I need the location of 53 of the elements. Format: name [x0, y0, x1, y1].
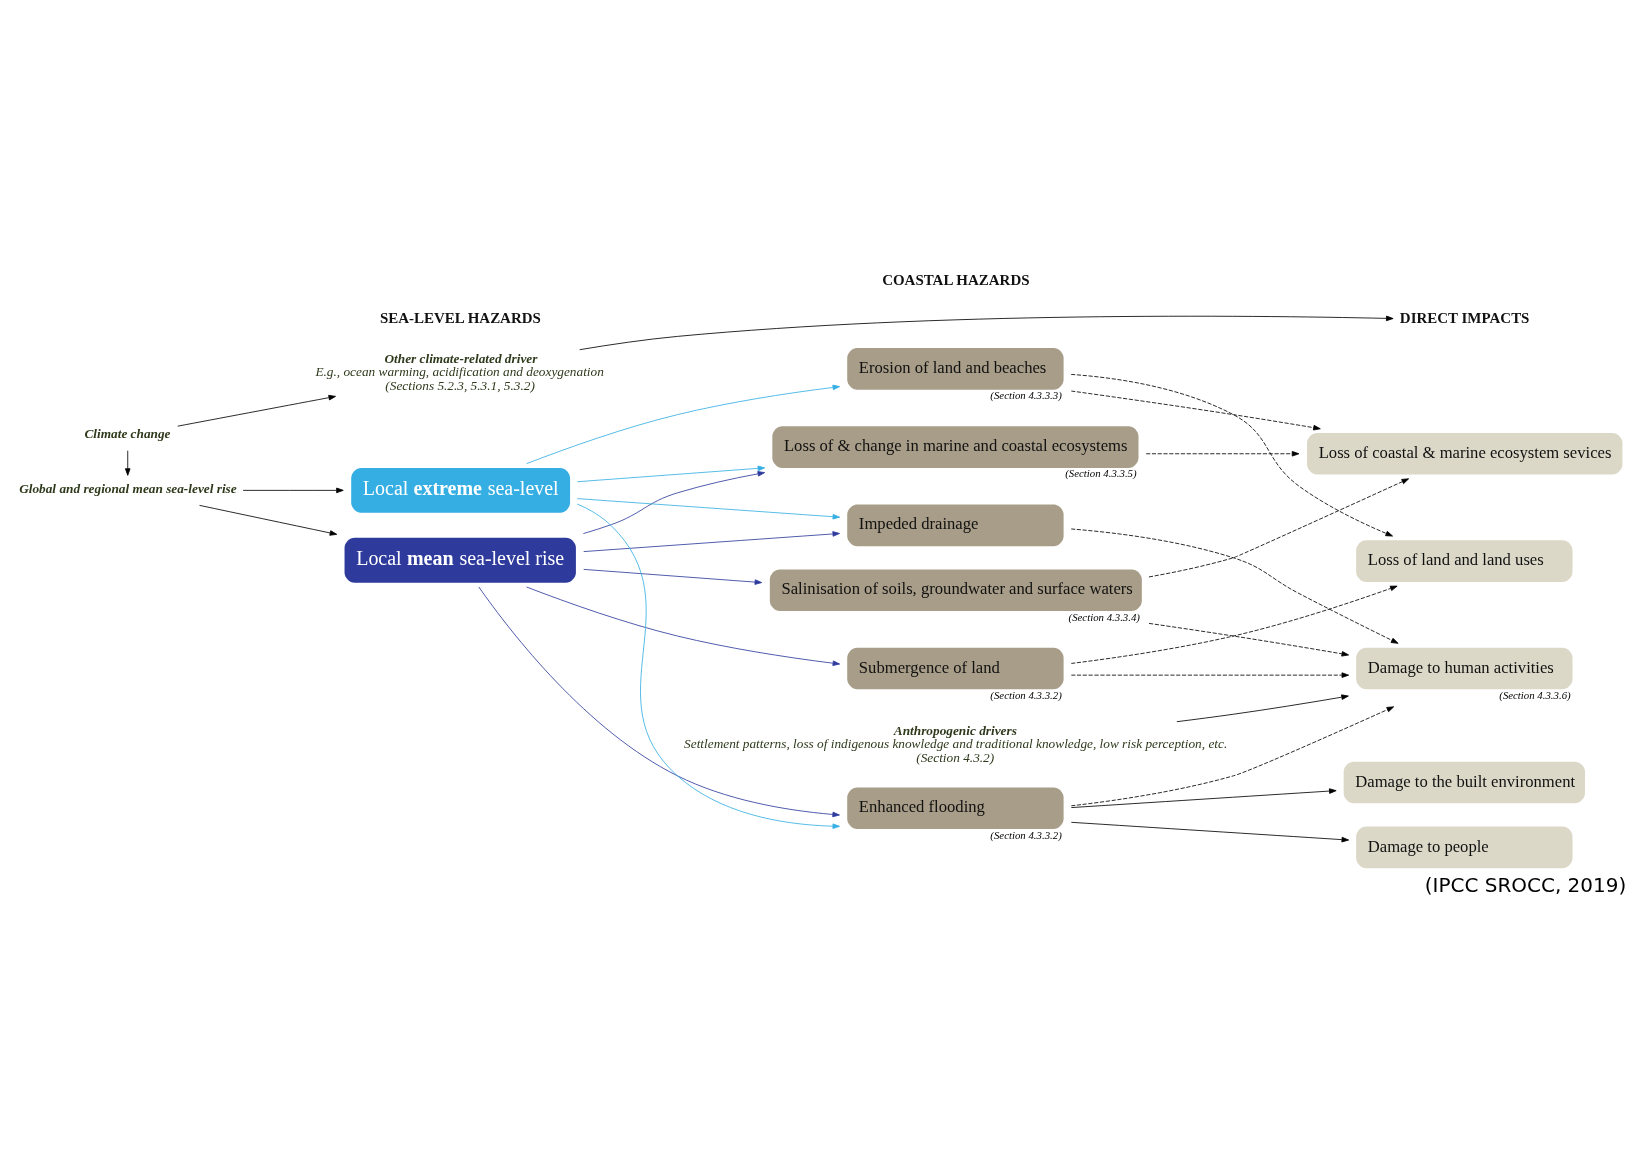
- node-box: Enhanced flooding: [847, 787, 1064, 829]
- arrow: [1148, 622, 1349, 657]
- node-box: Damage to human activities: [1356, 647, 1573, 689]
- arrow: [576, 465, 766, 482]
- arrow: [1148, 477, 1410, 577]
- node-box: Erosion of land and beaches: [847, 347, 1064, 390]
- arrow: [1070, 787, 1337, 808]
- arrow: [125, 449, 131, 476]
- arrow: [1070, 705, 1395, 806]
- node-box: Damage to the built environment: [1343, 761, 1585, 803]
- node-label: (Section 4.3.3.4): [1068, 610, 1140, 623]
- arrow: [1145, 450, 1300, 456]
- node-text: Anthropogenic drivers Settlement patterns, loss of indigenous knowledge and traditional knowledge, low risk perception, etc. (Section 4.3.2): [684, 722, 1228, 765]
- arrow: [1176, 693, 1349, 722]
- arrow: [576, 497, 841, 519]
- node-box: Loss of coastal & marine ecosystem sevices: [1307, 432, 1623, 475]
- arrow: [526, 384, 841, 464]
- node-box: Salinisation of soils, groundwater and surface waters: [769, 568, 1142, 611]
- node-text: Climate change: [84, 425, 171, 441]
- node-label: (Section 4.3.3.5): [1065, 466, 1137, 479]
- node-box: Loss of land and land uses: [1356, 539, 1573, 582]
- node-text: DIRECT IMPACTS: [1399, 309, 1530, 326]
- arrow: [199, 504, 338, 536]
- node-box: Local extreme sea-level: [351, 467, 571, 513]
- arrow: [1070, 671, 1350, 678]
- node-label: (Section 4.3.3.2): [990, 828, 1062, 841]
- arrow: [242, 487, 344, 493]
- arrow: [579, 315, 1394, 350]
- node-box: Impeded drainage: [847, 504, 1064, 546]
- node-box: Damage to people: [1356, 826, 1573, 868]
- arrow: [1070, 390, 1321, 430]
- arrow: [1070, 373, 1393, 536]
- node-box: Loss of & change in marine and coastal ecosystems: [772, 425, 1139, 468]
- arrow: [576, 503, 840, 829]
- node-label: (Section 4.3.3.2): [990, 688, 1062, 701]
- arrow: [526, 586, 841, 666]
- arrow: [478, 586, 840, 817]
- arrow: [583, 530, 840, 552]
- node-box: Submergence of land: [847, 647, 1064, 689]
- arrow: [1070, 585, 1398, 664]
- node-box: Local mean sea-level rise: [344, 537, 576, 583]
- arrow: [583, 568, 763, 585]
- arrow: [177, 394, 336, 427]
- node-text: SEA-LEVEL HAZARDS: [379, 309, 541, 326]
- arrow: [582, 470, 766, 534]
- caption: (IPCC SROCC, 2019): [1424, 872, 1627, 897]
- node-text: COASTAL HAZARDS: [882, 271, 1030, 288]
- node-text: Global and regional mean sea-level rise: [19, 480, 237, 496]
- arrow: [1070, 528, 1399, 644]
- node-text: Other climate-related driver E.g., ocean warming, acidification and deoxygenation (Sections 5.2.3, 5.3.1, 5.3.2): [315, 350, 604, 392]
- node-label: (Section 4.3.3.3): [990, 388, 1062, 401]
- node-label: (Section 4.3.3.6): [1499, 688, 1571, 701]
- arrow: [1070, 821, 1350, 842]
